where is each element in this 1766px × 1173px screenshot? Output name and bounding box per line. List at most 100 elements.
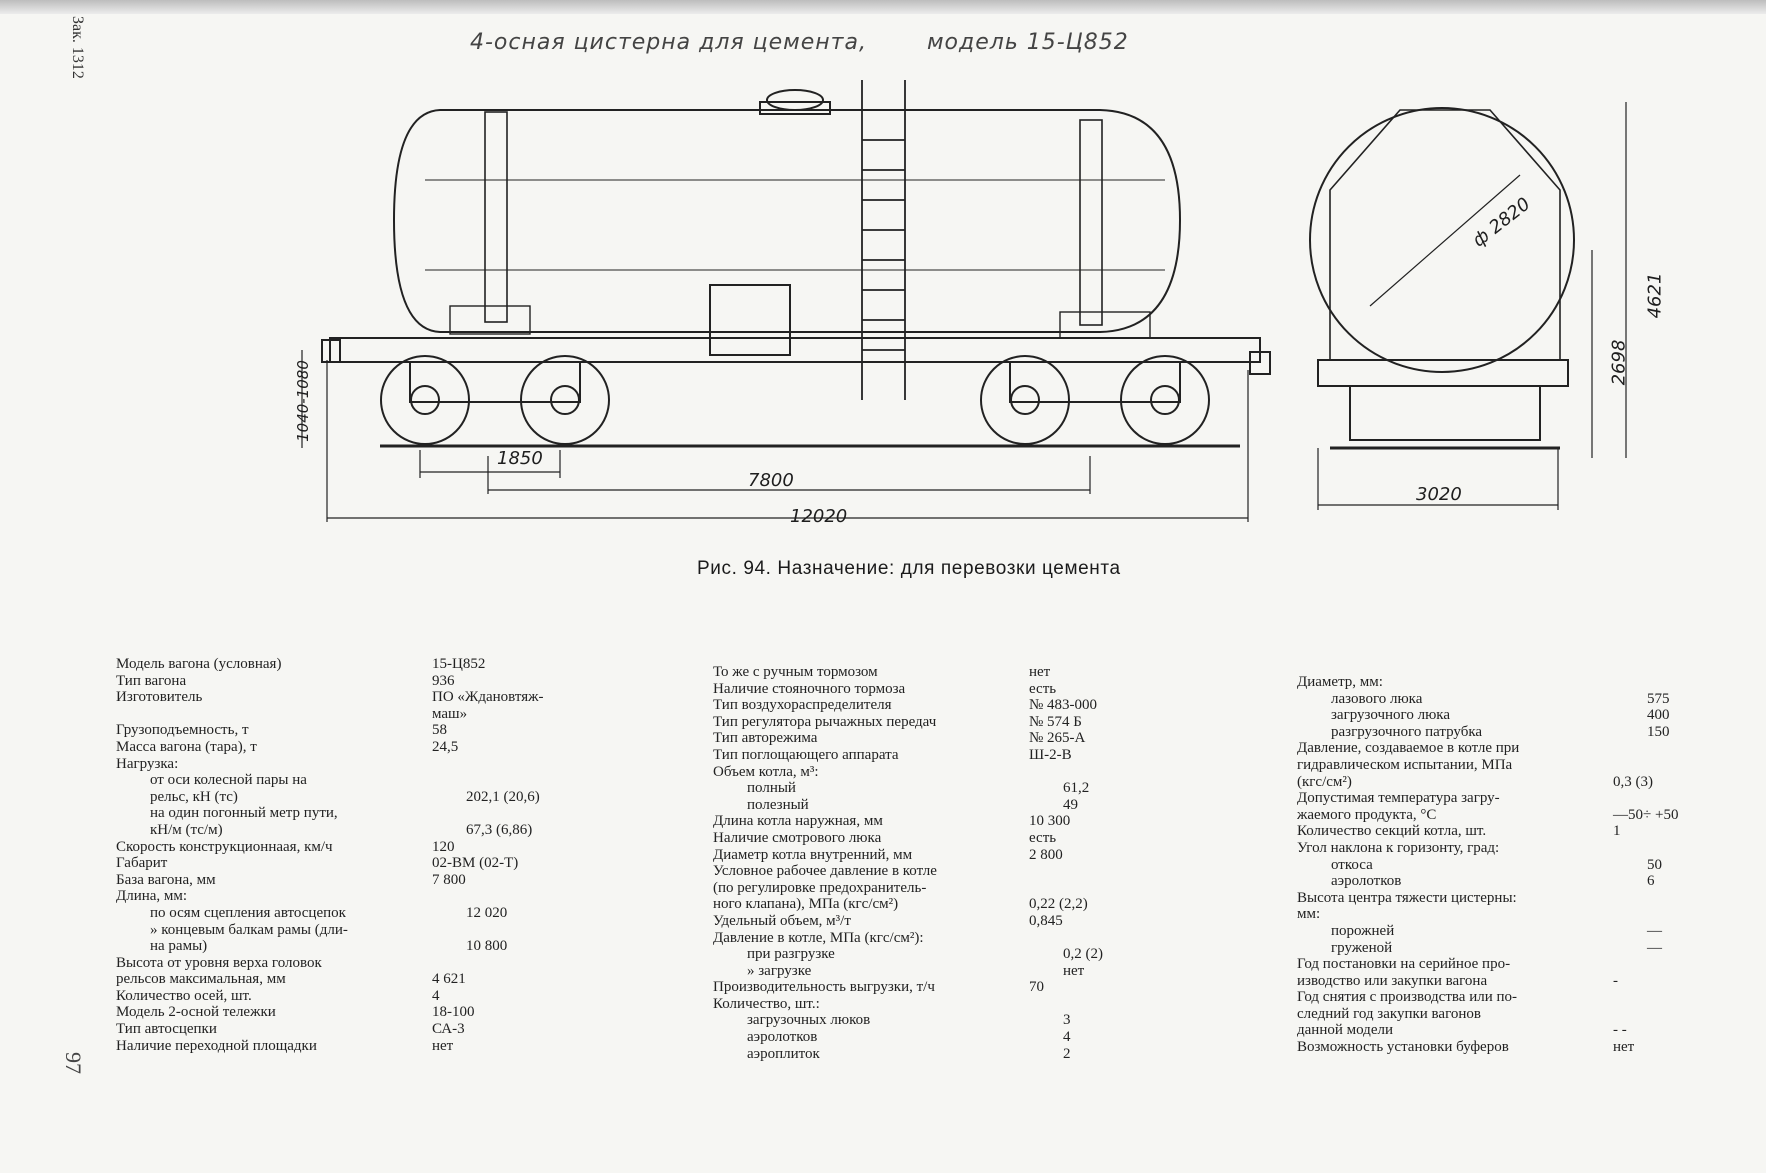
spec-row: изводство или закупки вагона- [1297, 973, 1737, 990]
spec-label: жаемого продукта, °С [1297, 806, 1437, 823]
spec-label: » загрузке [747, 962, 812, 979]
spec-row: Высота от уровня верха головок [116, 955, 556, 972]
spec-label: Год снятия с производства или по- [1297, 989, 1518, 1006]
figure-caption: Рис. 94. Назначение: для перевозки цемен… [697, 558, 1121, 579]
spec-row: Давление, создаваемое в котле при [1297, 740, 1737, 757]
spec-value: 70 [1029, 979, 1044, 996]
spec-label: Удельный объем, м³/т [713, 912, 851, 929]
tank-band-right [1079, 119, 1103, 326]
end-view [1309, 102, 1627, 510]
spec-row: Угол наклона к горизонту, град: [1297, 840, 1737, 857]
spec-value: — [1647, 939, 1662, 956]
spec-value: 1 [1613, 823, 1621, 840]
spec-value: 24,5 [432, 738, 459, 755]
spec-row: груженой— [1297, 940, 1737, 957]
spec-row: по осям сцепления автосцепок 12 020 [116, 905, 556, 922]
spec-value: 58 [432, 722, 447, 739]
spec-label: Высота центра тяжести цистерны: [1297, 889, 1517, 906]
spec-label: Тип воздухораспределителя [713, 697, 892, 714]
spec-label: Диаметр, мм: [1297, 674, 1383, 690]
spec-row: Нагрузка: [116, 756, 556, 773]
spec-row: мм: [1297, 906, 1737, 923]
spec-label: рельс, кН (тс) [150, 788, 238, 805]
spec-value: 4 [1063, 1029, 1071, 1046]
tank-car-drawing [301, 80, 1627, 522]
spec-label [116, 706, 432, 723]
spec-label: лазового люка [1331, 690, 1423, 707]
spec-label: от оси колесной пары на [150, 772, 307, 789]
page-number: 97 [61, 1052, 86, 1074]
spec-value: 0,845 [1029, 912, 1063, 929]
spec-value: № 574 Б [1029, 713, 1082, 730]
spec-label: аэролотков [1331, 873, 1402, 890]
spec-label: порожней [1331, 922, 1395, 939]
spec-label: кН/м (тс/м) [150, 821, 223, 838]
spec-label: аэроплиток [747, 1045, 820, 1062]
spec-row: гидравлическом испытании, МПа [1297, 757, 1737, 774]
end-view-tank [1309, 107, 1575, 373]
spec-label: Тип вагона [116, 672, 187, 689]
spec-value: 150 [1647, 723, 1670, 740]
underframe [329, 337, 1261, 363]
loading-hatch [759, 101, 831, 115]
spec-value: 0,3 (3) [1613, 773, 1653, 790]
spec-label: Изготовитель [116, 689, 203, 706]
spec-value: 2 800 [1029, 846, 1063, 863]
spec-label: по осям сцепления автосцепок [150, 904, 346, 921]
spec-row: Длина, мм: [116, 888, 556, 905]
spec-label: Скорость конструкционнаая, км/ч [116, 838, 333, 855]
spec-label: Условное рабочее давление в котле [713, 863, 937, 880]
brake-equipment-box [709, 284, 791, 356]
spec-label: изводство или закупки вагона [1297, 972, 1488, 989]
spec-label: (по регулировке предохранитель- [713, 879, 927, 896]
spec-label: Допустимая температура загру- [1297, 790, 1500, 807]
spec-row: Год постановки на серийное про- [1297, 956, 1737, 973]
spec-row: Количество секций котла, шт.1 [1297, 823, 1737, 840]
spec-label: при разгрузке [747, 946, 835, 963]
spec-value: 18-100 [432, 1004, 475, 1021]
spec-value: — [1647, 922, 1662, 939]
spec-row: кН/м (тс/м)67,3 (6,86) [116, 822, 556, 839]
spec-value: СА-3 [432, 1021, 465, 1038]
spec-label: мм: [1297, 906, 1321, 923]
spec-value: 0,2 (2) [1063, 946, 1103, 963]
scan-top-edge [0, 0, 1766, 14]
spec-row: рельс, кН (тс)202,1 (20,6) [116, 789, 556, 806]
spec-label: Давление в котле, МПа (кгс/см²): [713, 929, 924, 946]
spec-row: Давление в котле, МПа (кгс/см²): [713, 930, 1163, 947]
dim-length: 12020 [790, 506, 848, 527]
spec-label: Количество, шт.: [713, 995, 820, 1012]
spec-value: 7 800 [432, 871, 466, 888]
spec-row: при разгрузке 0,2 (2) [713, 946, 1163, 963]
spec-label: полезный [747, 796, 809, 813]
spec-value: 2 [1063, 1045, 1071, 1062]
spec-value: 0,22 (2,2) [1029, 896, 1088, 913]
header-title-left: 4-осная цистерна для цемента, [470, 30, 867, 55]
spec-value: есть [1029, 680, 1057, 697]
dim-height-axis: 2698 [1608, 339, 1630, 386]
spec-value: № 483-000 [1029, 697, 1098, 714]
spec-value: ПО «Ждановтяж- [432, 689, 544, 706]
spec-label: Наличие смотрового люка [713, 829, 882, 846]
spec-row: порожней — [1297, 923, 1737, 940]
spec-label: Длина котла наружная, мм [713, 813, 883, 830]
spec-value: 936 [432, 672, 455, 689]
spec-value: 12 020 [466, 904, 508, 921]
spec-value: нет [1063, 962, 1085, 979]
dim-coupler-height: 1040-1080 [293, 360, 312, 442]
